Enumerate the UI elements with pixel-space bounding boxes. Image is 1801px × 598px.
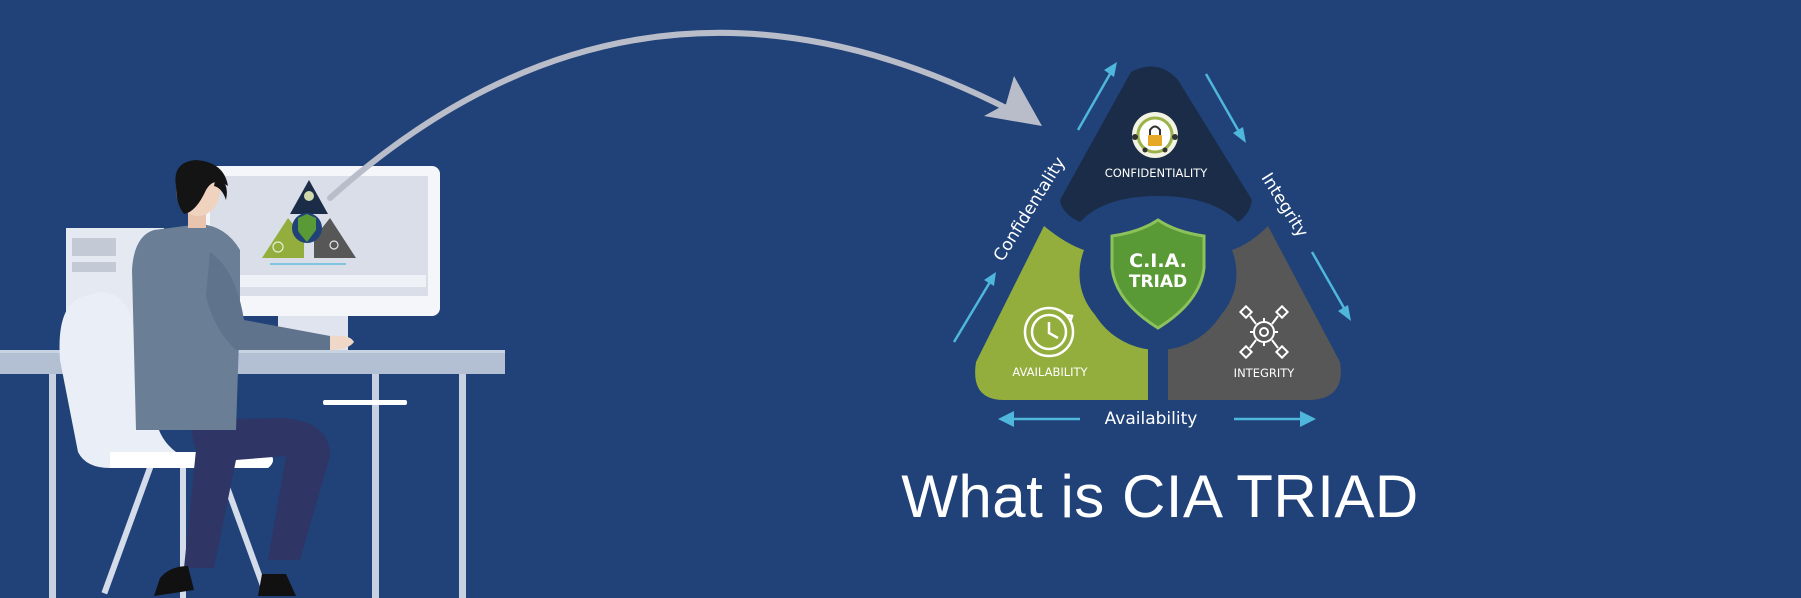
desk-top-edge	[0, 350, 505, 353]
edge-label-availability: Availability	[1105, 409, 1198, 429]
monitor-mini-triad-icon	[262, 180, 356, 265]
lock-badge-icon	[1132, 112, 1178, 158]
triad-left-label: AVAILABILITY	[1012, 365, 1088, 379]
arrow-down-right	[1310, 251, 1346, 309]
clock-refresh-icon	[1023, 306, 1075, 358]
arrow-up-top-head-icon	[1104, 62, 1117, 77]
desk-leg	[49, 374, 56, 598]
triad-center-line1: C.I.A.	[1129, 250, 1187, 272]
gear-network-icon	[1238, 304, 1290, 360]
curved-arrow-head-icon	[984, 76, 1042, 126]
shield-icon	[1110, 218, 1206, 330]
cycle-arrows	[952, 62, 1351, 427]
curved-arrow	[327, 29, 1013, 201]
arrow-up-top	[1076, 73, 1112, 131]
arrow-up-left	[952, 281, 992, 343]
arrow-down-top	[1204, 73, 1240, 131]
desk-shelf	[323, 400, 407, 405]
triad-top-label: CONFIDENTIALITY	[1105, 166, 1209, 180]
triad-segment-availability	[975, 226, 1148, 400]
arrow-down-right-head-icon	[1338, 305, 1351, 321]
arrow-left-bottom-head-icon	[998, 411, 1014, 427]
arrow-down-top-head-icon	[1233, 127, 1246, 143]
desk-leg	[459, 374, 466, 598]
triad-center-line2: TRIAD	[1129, 272, 1187, 292]
page-title: What is CIA TRIAD	[901, 463, 1419, 530]
person-at-desk-illustration	[0, 29, 1042, 598]
triad-segment-integrity	[1168, 226, 1341, 400]
arrow-up-left-head-icon	[984, 272, 996, 286]
desk-leg	[372, 374, 379, 598]
arrow-right-bottom-head-icon	[1300, 411, 1316, 427]
person	[132, 160, 354, 596]
triad-right-label: INTEGRITY	[1234, 366, 1296, 380]
